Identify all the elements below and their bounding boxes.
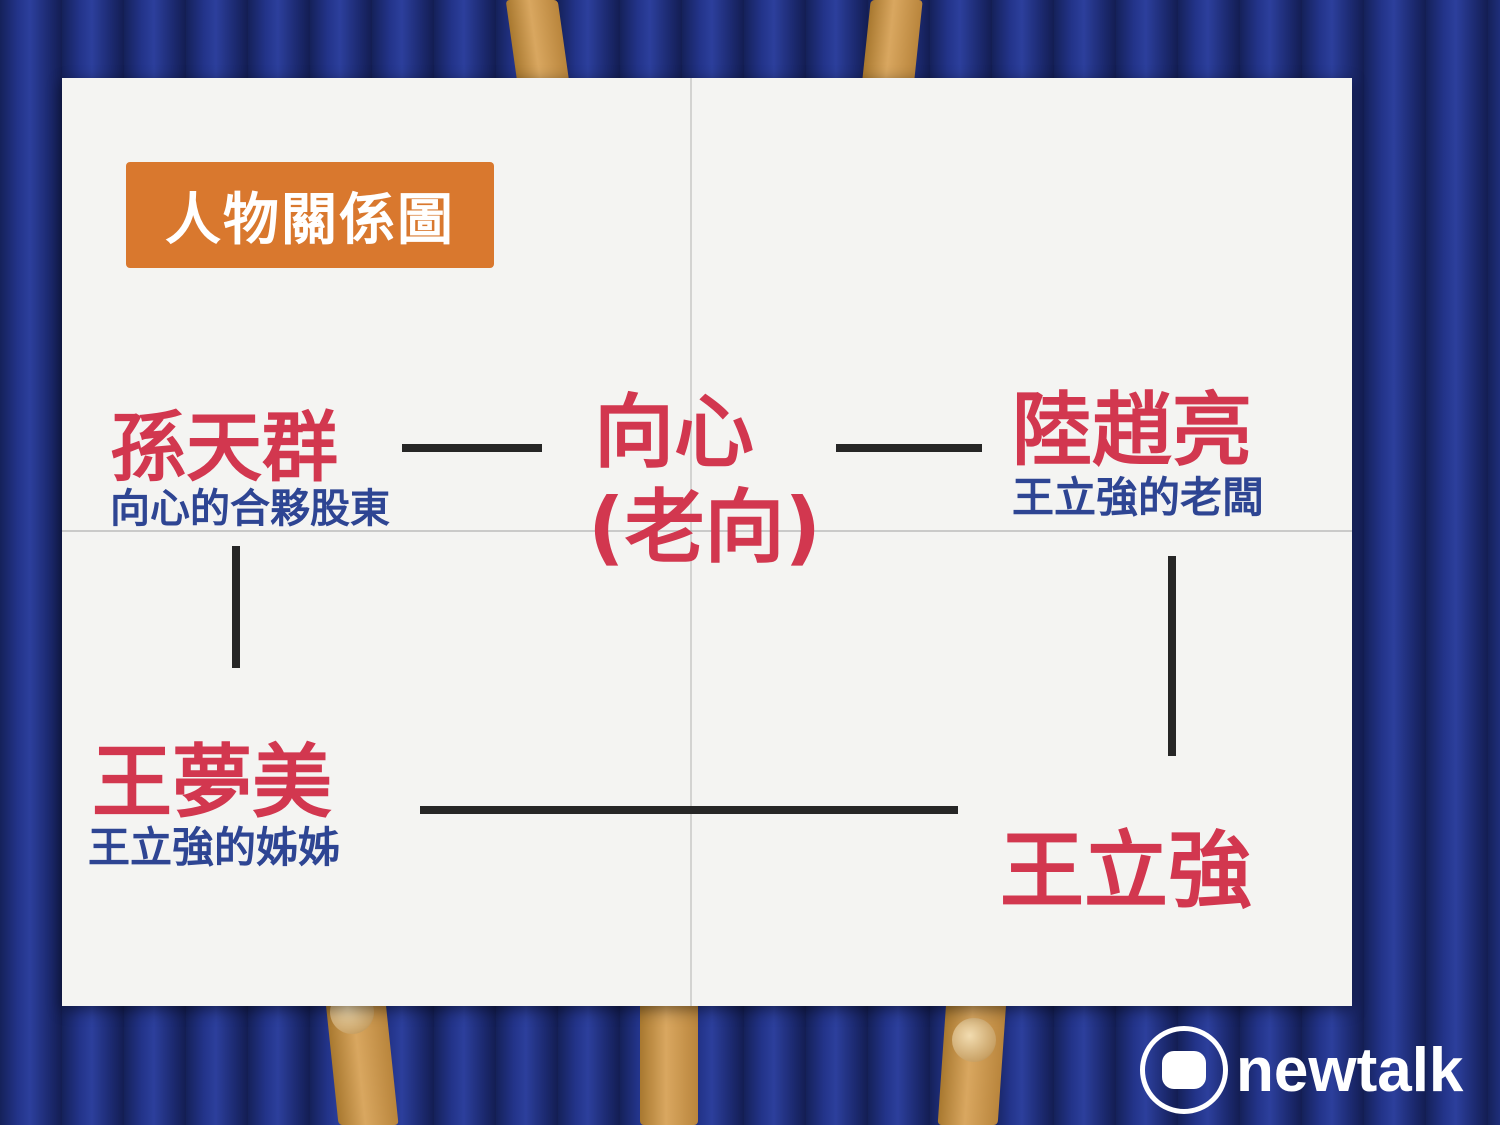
node-xiang-name: 向心 xyxy=(594,386,754,479)
node-meng-role: 王立強的姊姊 xyxy=(88,823,341,872)
node-xiang-alias: (老向) xyxy=(588,481,822,574)
paper-seam-vertical xyxy=(690,78,692,1006)
edge-sun-meng xyxy=(232,546,240,668)
node-sun-name: 孫天群 xyxy=(110,403,338,492)
newtalk-logo-text: newtalk xyxy=(1236,1035,1464,1105)
newtalk-watermark: newtalk xyxy=(1140,1022,1463,1118)
node-lu-role: 王立強的老闆 xyxy=(1012,473,1265,522)
easel-bottom-center-leg xyxy=(640,1000,698,1125)
edge-sun-xiang xyxy=(402,444,542,452)
edge-xiang-lu xyxy=(836,444,982,452)
easel-peg-right xyxy=(952,1018,996,1062)
diagram-title: 人物關係圖 xyxy=(165,187,455,253)
edge-lu-wang xyxy=(1168,556,1176,756)
easel-top-right-leg xyxy=(861,0,923,90)
logo-bubble xyxy=(1162,1051,1206,1089)
node-lu-name: 陸趙亮 xyxy=(1012,384,1252,477)
newtalk-logo-icon xyxy=(1140,1026,1228,1114)
title-badge: 人物關係圖 xyxy=(126,162,494,268)
node-wang-name: 王立強 xyxy=(1000,822,1253,920)
edge-meng-wang xyxy=(420,806,958,814)
paper-seam-horizontal xyxy=(62,530,1352,532)
relationship-poster: 人物關係圖 孫天群 向心的合夥股東 向心 (老向) 陸趙亮 王立強的老闆 王夢美… xyxy=(62,78,1352,1006)
node-sun-role: 向心的合夥股東 xyxy=(110,486,390,532)
node-meng-name: 王夢美 xyxy=(92,736,332,829)
